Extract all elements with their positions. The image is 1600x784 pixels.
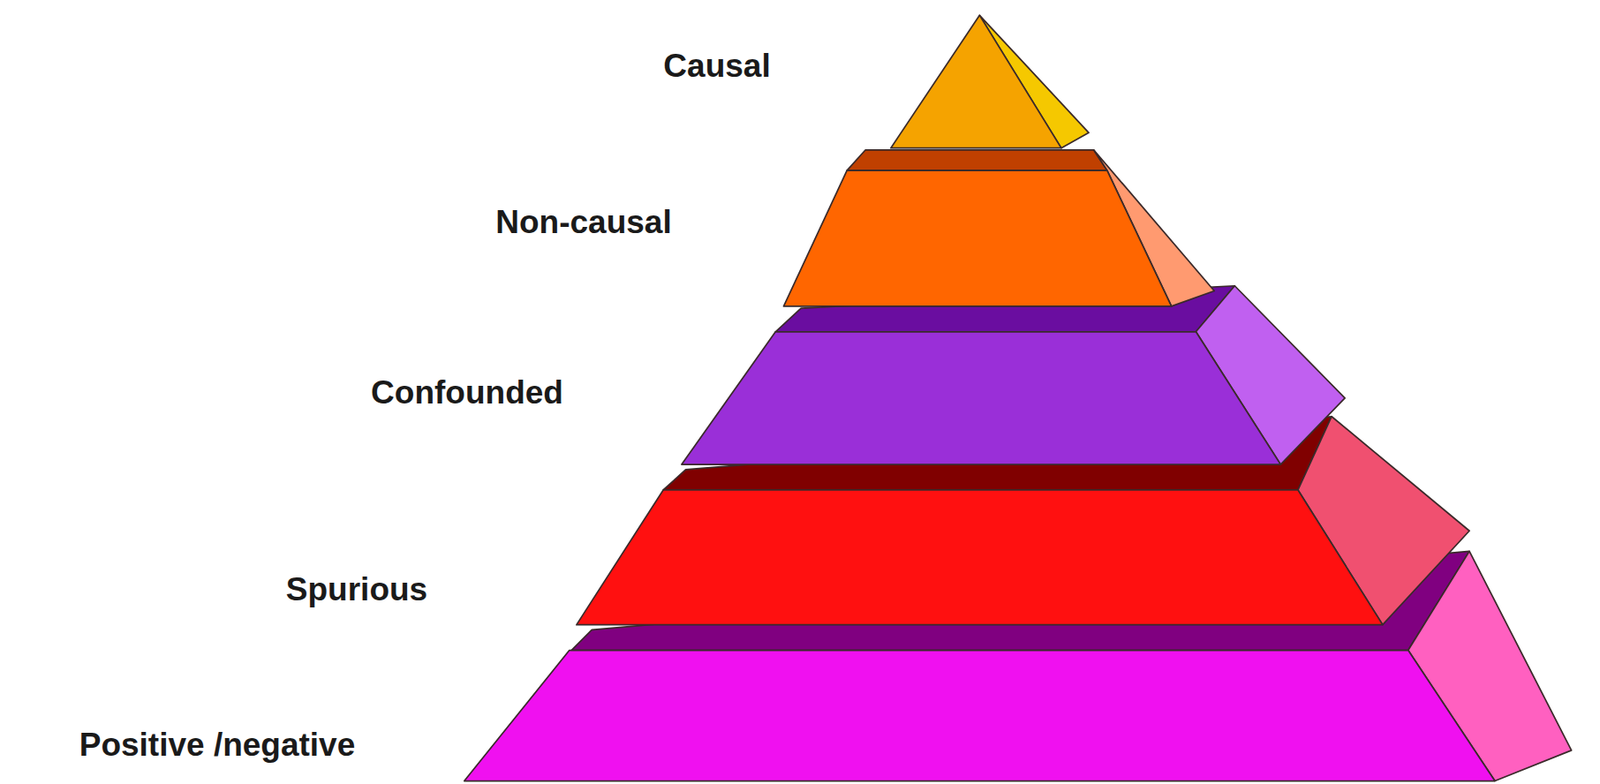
level-label: Non-causal: [495, 203, 672, 242]
level-label: Spurious: [286, 571, 428, 610]
layer-front: [681, 332, 1281, 465]
level-name: Spurious: [286, 571, 428, 610]
level-name: Non-causal: [495, 203, 672, 242]
layer-front: [890, 15, 1062, 148]
level-name: Positive /negative: [79, 726, 356, 765]
layer-front: [464, 650, 1495, 782]
level-name: Causal: [663, 47, 770, 86]
level-label: Positive /negative: [79, 726, 356, 765]
level-name: Confounded: [370, 374, 564, 413]
level-label: Confounded: [370, 374, 564, 413]
layer-front: [576, 490, 1383, 626]
layer-top: [846, 150, 1108, 171]
layer-front: [784, 170, 1172, 307]
level-label: Causal: [663, 47, 770, 86]
